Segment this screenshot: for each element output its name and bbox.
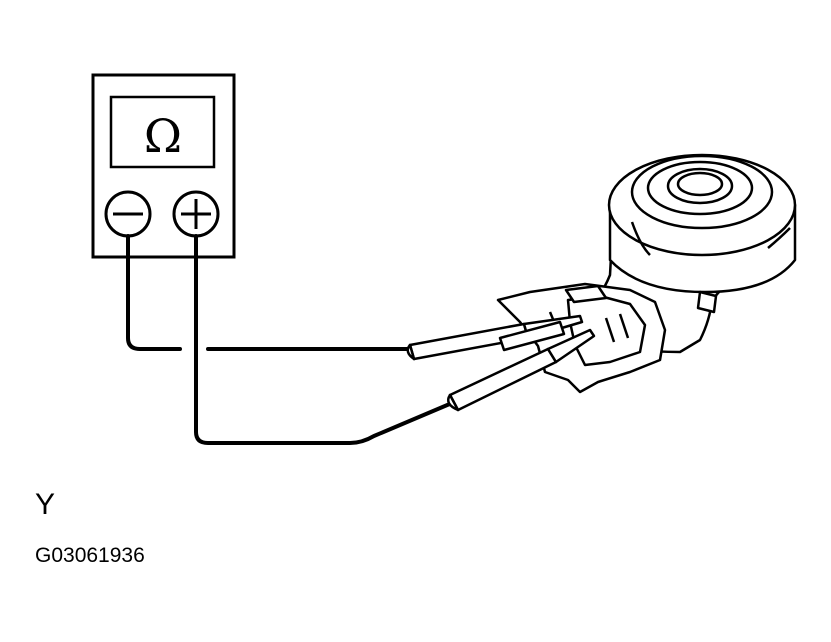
positive-lead-wire [194, 234, 454, 445]
upper-probe-tip [406, 343, 416, 361]
upper-probe-sleeve [498, 320, 566, 352]
connector-collar [566, 294, 647, 367]
ohmmeter: Ω [91, 73, 236, 259]
figure-code: G03061936 [35, 544, 145, 567]
connector-latch [564, 284, 608, 304]
negative-lead-wire [126, 234, 182, 351]
figure-label: Y [35, 488, 56, 521]
ohm-symbol: Ω [144, 109, 182, 163]
test-leads [126, 234, 454, 445]
sensor-notch [696, 290, 718, 314]
lower-probe-tip [447, 393, 460, 412]
probes [406, 314, 596, 412]
sensor-center-hole-inner [676, 171, 724, 197]
ohmmeter-display [109, 95, 216, 169]
sensor-body-detail [630, 221, 791, 256]
lower-probe-needle [546, 328, 596, 364]
lower-probe-body [448, 347, 558, 412]
